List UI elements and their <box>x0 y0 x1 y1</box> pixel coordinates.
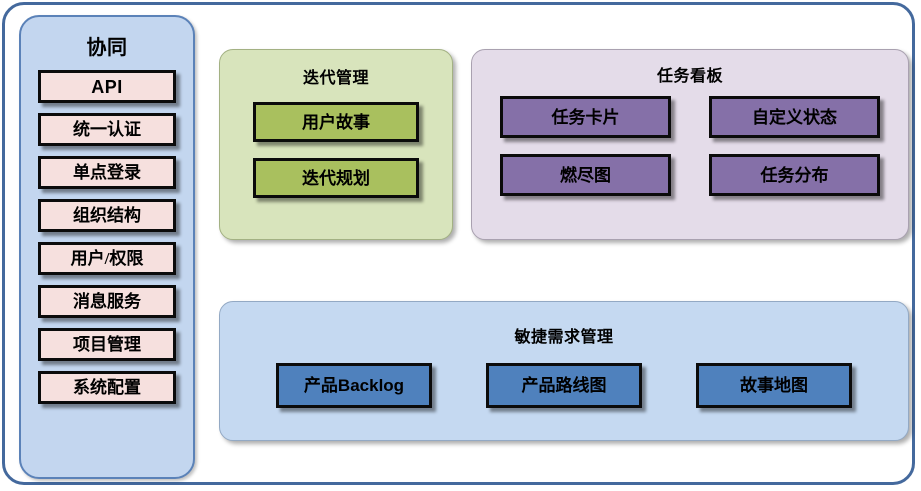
agile-item-label: 故事地图 <box>740 376 808 395</box>
task-board-item-label: 任务卡片 <box>551 107 620 127</box>
agile-item-label-latin: Backlog <box>337 376 405 395</box>
agile-item-story-map[interactable]: 故事地图 <box>696 363 852 408</box>
task-board-item-label: 任务分布 <box>760 165 829 185</box>
agile-item-label: 产品路线图 <box>521 376 607 395</box>
iteration-item-user-story[interactable]: 用户故事 <box>253 102 419 142</box>
sidebar-item-unified-auth[interactable]: 统一认证 <box>38 113 176 146</box>
iteration-item-label: 迭代规划 <box>302 168 370 188</box>
sidebar-title: 协同 <box>86 37 128 59</box>
panel-title-iteration-management: 迭代管理 <box>302 70 369 87</box>
task-board-item-label: 自定义状态 <box>752 107 837 127</box>
sidebar-item-label: 项目管理 <box>73 335 141 354</box>
task-board-item-task-card[interactable]: 任务卡片 <box>500 96 671 138</box>
task-board-item-custom-status[interactable]: 自定义状态 <box>709 96 880 138</box>
sidebar-item-single-sign-on[interactable]: 单点登录 <box>38 156 176 189</box>
sidebar-item-message-service[interactable]: 消息服务 <box>38 285 176 318</box>
agile-item-product-roadmap[interactable]: 产品路线图 <box>486 363 642 408</box>
sidebar-item-org-structure[interactable]: 组织结构 <box>38 199 176 232</box>
task-board-item-burndown-chart[interactable]: 燃尽图 <box>500 154 671 196</box>
sidebar-item-label: 用户/权限 <box>70 249 144 268</box>
panel-title-task-board: 任务看板 <box>656 68 723 85</box>
sidebar-item-label: 消息服务 <box>73 292 141 311</box>
panel-task-board: 任务看板 任务卡片 自定义状态 燃尽图 任务分布 <box>471 49 909 240</box>
sidebar-item-list: API 统一认证 单点登录 组织结构 用户/权限 消息服务 项目管理 系统配置 <box>21 70 193 404</box>
task-board-item-grid: 任务卡片 自定义状态 燃尽图 任务分布 <box>472 96 908 196</box>
iteration-item-label: 用户故事 <box>302 112 370 132</box>
sidebar-item-label: 组织结构 <box>73 206 141 225</box>
agile-item-label-cn: 产品 <box>303 376 338 395</box>
sidebar-panel-collaboration: 协同 API 统一认证 单点登录 组织结构 用户/权限 消息服务 项目管理 <box>19 15 195 479</box>
diagram-frame: 协同 API 统一认证 单点登录 组织结构 用户/权限 消息服务 项目管理 <box>2 2 915 485</box>
sidebar-item-label: API <box>91 76 123 97</box>
task-board-item-task-distribution[interactable]: 任务分布 <box>709 154 880 196</box>
iteration-item-list: 用户故事 迭代规划 <box>220 102 452 198</box>
task-board-item-label: 燃尽图 <box>560 165 611 185</box>
panel-title-agile-requirements-management: 敏捷需求管理 <box>514 329 614 346</box>
sidebar-item-system-config[interactable]: 系统配置 <box>38 371 176 404</box>
iteration-item-iteration-planning[interactable]: 迭代规划 <box>253 158 419 198</box>
sidebar-item-project-management[interactable]: 项目管理 <box>38 328 176 361</box>
sidebar-item-api[interactable]: API <box>38 70 176 103</box>
sidebar-item-user-permission[interactable]: 用户/权限 <box>38 242 176 275</box>
sidebar-item-label: 统一认证 <box>73 120 141 139</box>
sidebar-item-label: 单点登录 <box>73 163 141 182</box>
panel-iteration-management: 迭代管理 用户故事 迭代规划 <box>219 49 453 240</box>
sidebar-item-label: 系统配置 <box>73 378 141 397</box>
